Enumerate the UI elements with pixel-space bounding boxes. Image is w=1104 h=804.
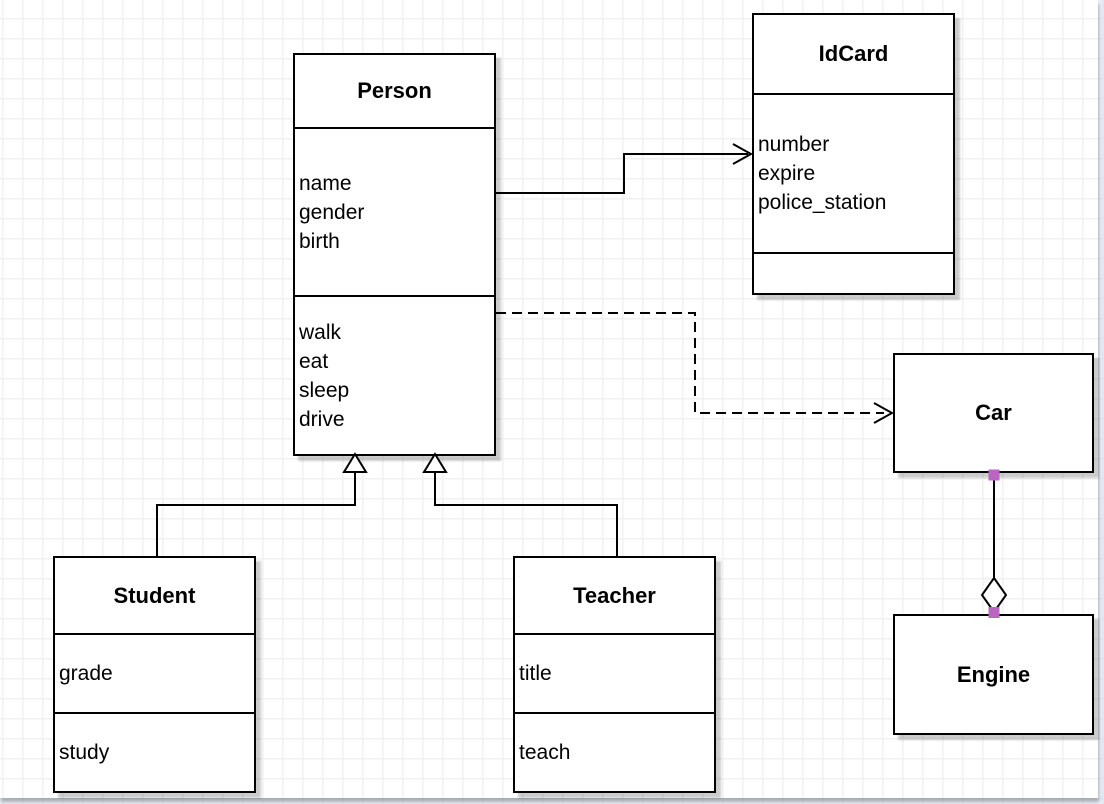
class-title-teacher: Teacher: [573, 582, 656, 608]
attribute: grade: [59, 662, 113, 685]
class-methods-person: walk eat sleep drive: [295, 295, 494, 454]
method: teach: [519, 741, 571, 764]
class-box-idcard[interactable]: IdCard number expire police_station: [752, 13, 955, 295]
class-box-teacher[interactable]: Teacher title teach: [513, 556, 716, 793]
attribute: gender: [299, 200, 365, 224]
class-methods-teacher: teach: [515, 712, 714, 791]
class-methods-student: study: [55, 712, 254, 791]
method: sleep: [299, 378, 350, 402]
class-title-person: Person: [357, 78, 432, 103]
class-attributes-person: name gender birth: [295, 127, 494, 295]
class-box-engine[interactable]: Engine: [893, 614, 1094, 735]
class-box-car[interactable]: Car: [893, 353, 1094, 473]
attribute: title: [519, 662, 552, 685]
method: eat: [299, 349, 329, 373]
class-attributes-student: grade: [55, 633, 254, 712]
attribute: police_station: [758, 191, 887, 214]
method: study: [59, 741, 110, 764]
class-title-car: Car: [975, 400, 1012, 425]
class-title-engine: Engine: [956, 661, 1031, 687]
class-box-person[interactable]: Person name gender birth walk eat sleep …: [293, 53, 496, 456]
method: drive: [299, 407, 345, 431]
class-title-student: Student: [113, 582, 196, 608]
class-attributes-idcard: number expire police_station: [754, 93, 953, 252]
class-methods-idcard: [754, 252, 953, 293]
method: walk: [299, 320, 342, 344]
attribute: expire: [758, 162, 816, 185]
class-box-student[interactable]: Student grade study: [53, 556, 256, 793]
class-attributes-teacher: title: [515, 633, 714, 712]
attribute: number: [758, 133, 830, 156]
attribute: name: [299, 171, 352, 195]
attribute: birth: [299, 229, 340, 253]
class-title-idcard: IdCard: [818, 41, 889, 66]
